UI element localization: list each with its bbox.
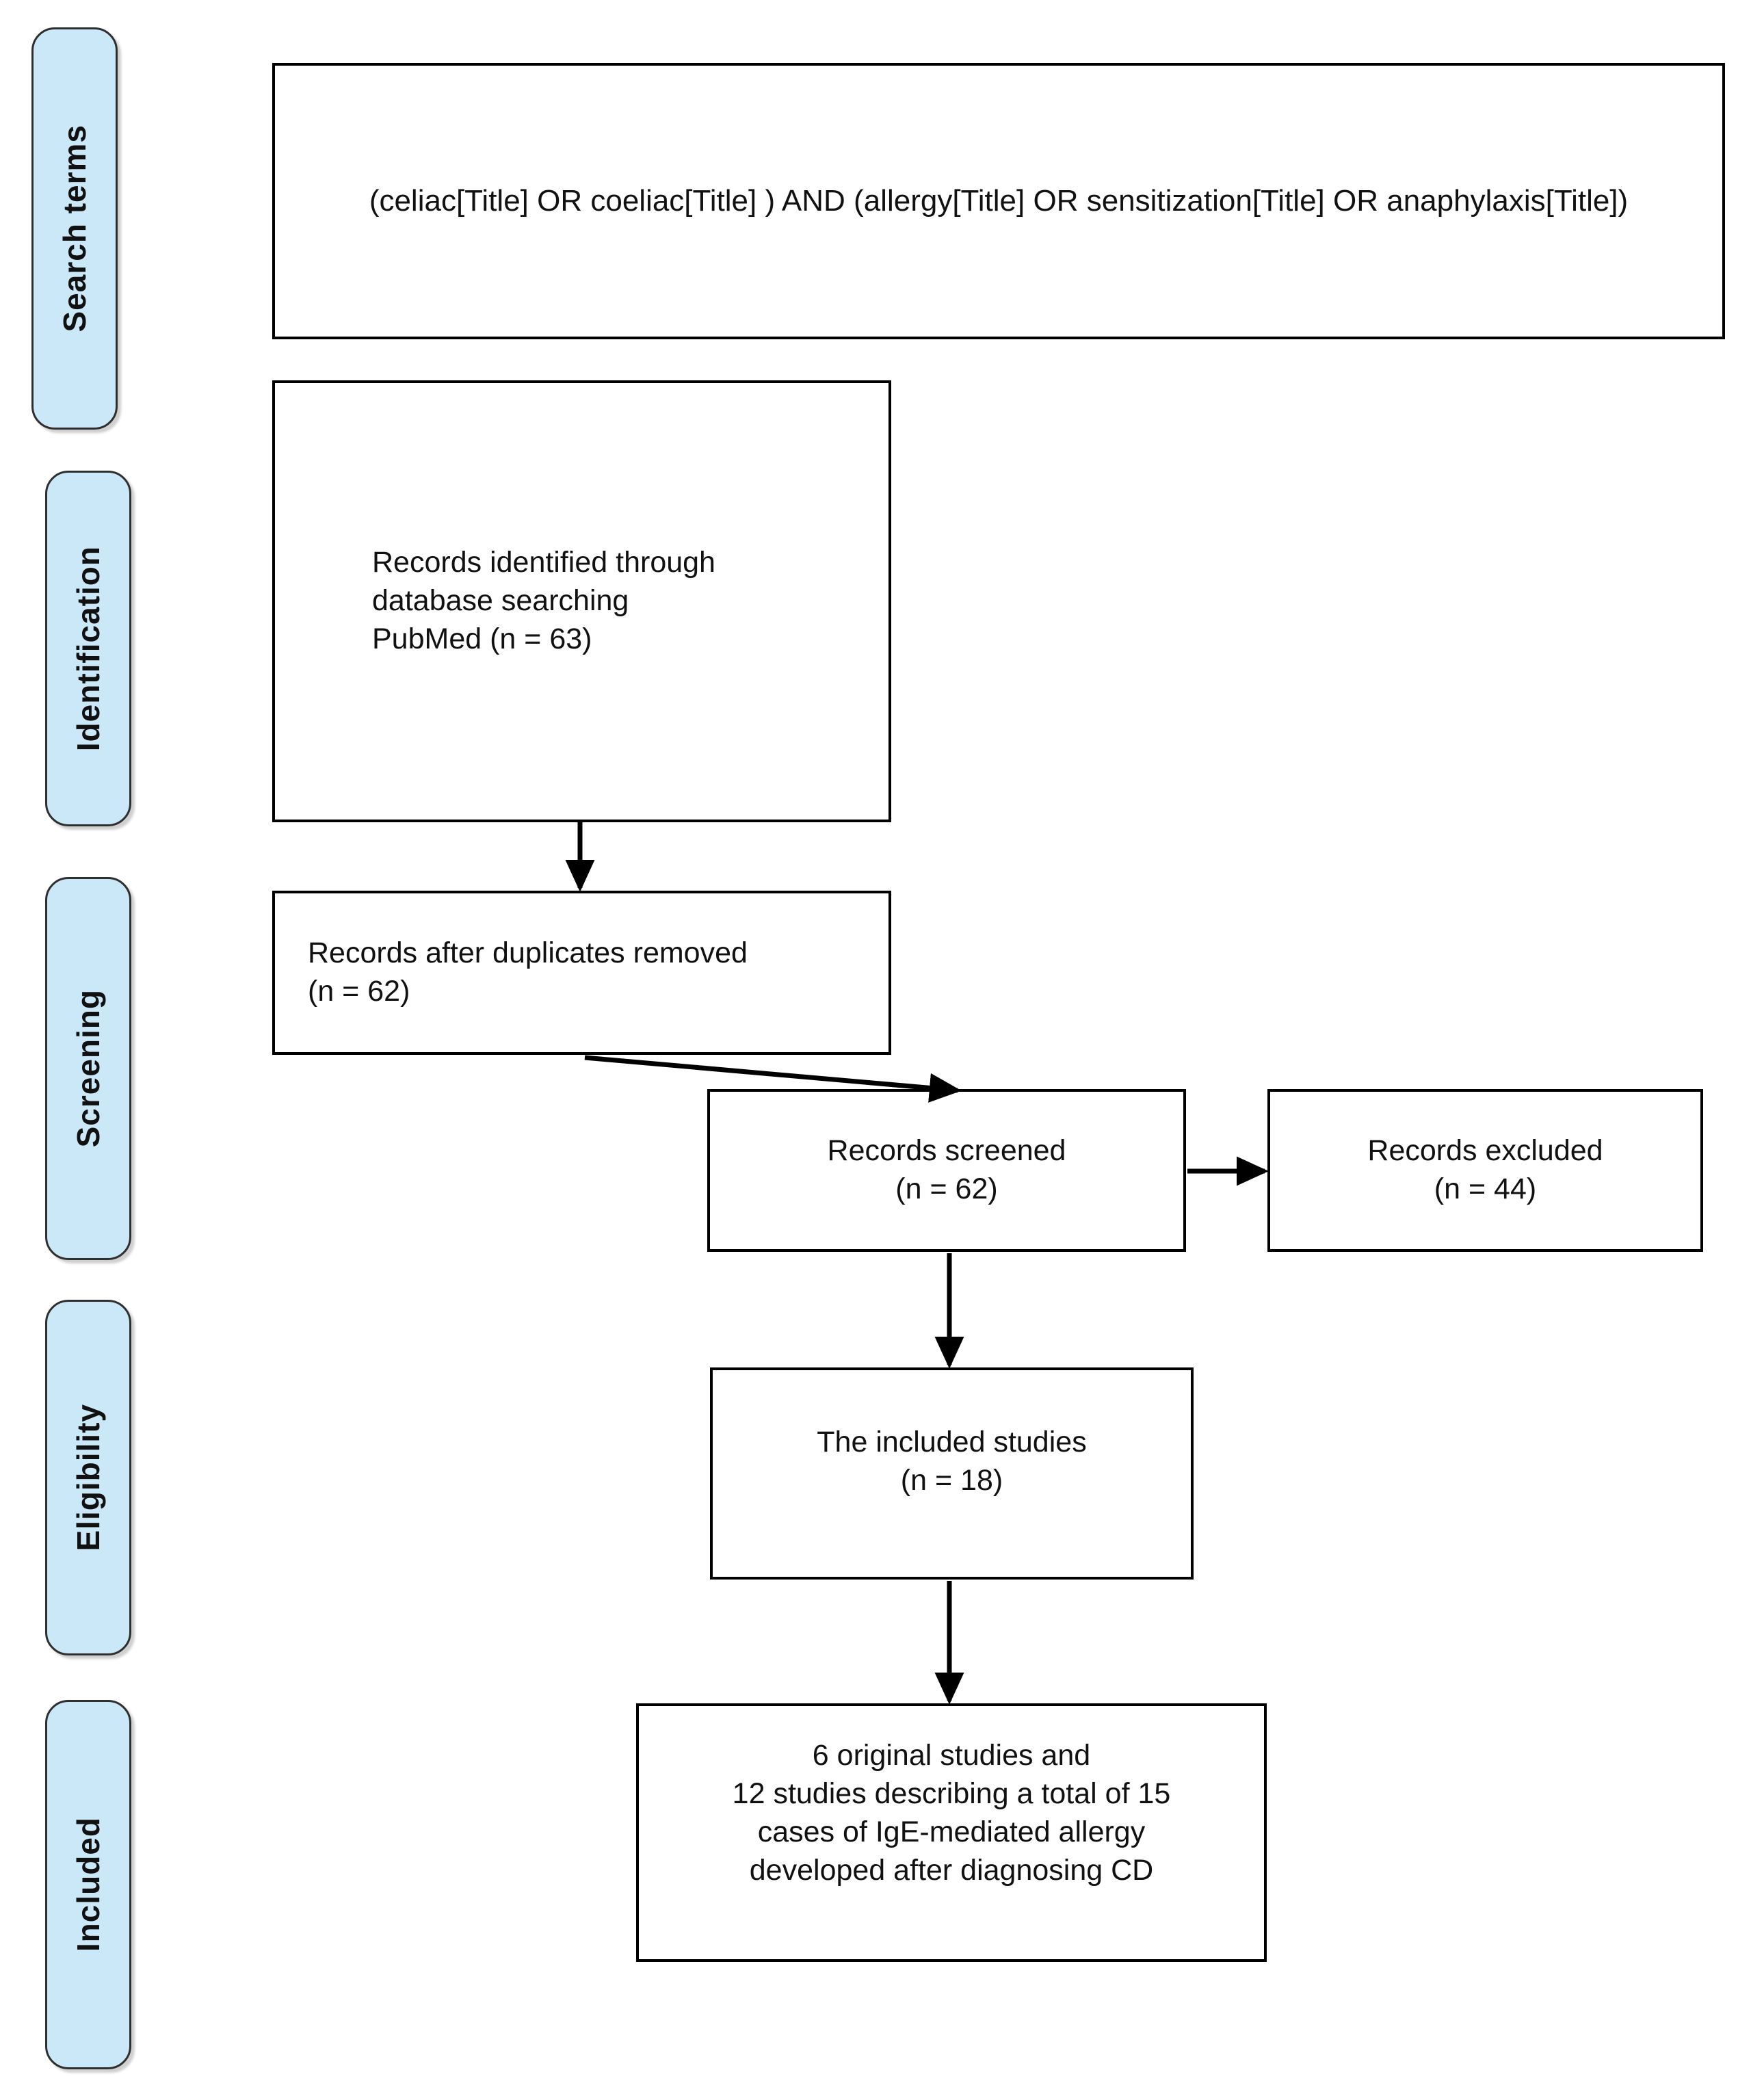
search-terms-text: (celiac[Title] OR coeliac[Title] ) AND (… [369, 183, 1629, 218]
search-terms-box: (celiac[Title] OR coeliac[Title] ) AND (… [272, 63, 1725, 339]
records-screened-text: Records screened (n = 62) [827, 1134, 1066, 1205]
records-identified-text: Records identified through database sear… [372, 546, 715, 655]
stage-pill-included: Included [45, 1700, 131, 2069]
stage-label-screening: Screening [70, 989, 106, 1148]
stage-label-eligibility: Eligibility [70, 1404, 106, 1551]
stage-label-identification: Identification [70, 545, 106, 752]
eligible-studies-box: The included studies (n = 18) [710, 1367, 1194, 1580]
stage-pill-screening: Screening [45, 877, 131, 1260]
records-excluded-text: Records excluded (n = 44) [1367, 1134, 1603, 1205]
stage-label-included: Included [70, 1817, 106, 1952]
records-after-duplicates-text: Records after duplicates removed (n = 62… [308, 936, 748, 1008]
stage-pill-search-terms: Search terms [31, 27, 118, 430]
eligible-studies-text: The included studies (n = 18) [817, 1426, 1087, 1497]
stage-pill-eligibility: Eligibility [45, 1300, 131, 1655]
stage-label-search-terms: Search terms [57, 125, 92, 332]
records-screened-box: Records screened (n = 62) [707, 1089, 1186, 1252]
final-included-box: 6 original studies and 12 studies descri… [636, 1703, 1267, 1962]
final-included-text: 6 original studies and 12 studies descri… [732, 1739, 1171, 1887]
records-excluded-box: Records excluded (n = 44) [1267, 1089, 1703, 1252]
stage-pill-identification: Identification [45, 471, 131, 826]
records-after-duplicates-box: Records after duplicates removed (n = 62… [272, 891, 891, 1055]
arrow-duplicates-to-screened [584, 1055, 962, 1103]
records-identified-box: Records identified through database sear… [272, 380, 891, 822]
